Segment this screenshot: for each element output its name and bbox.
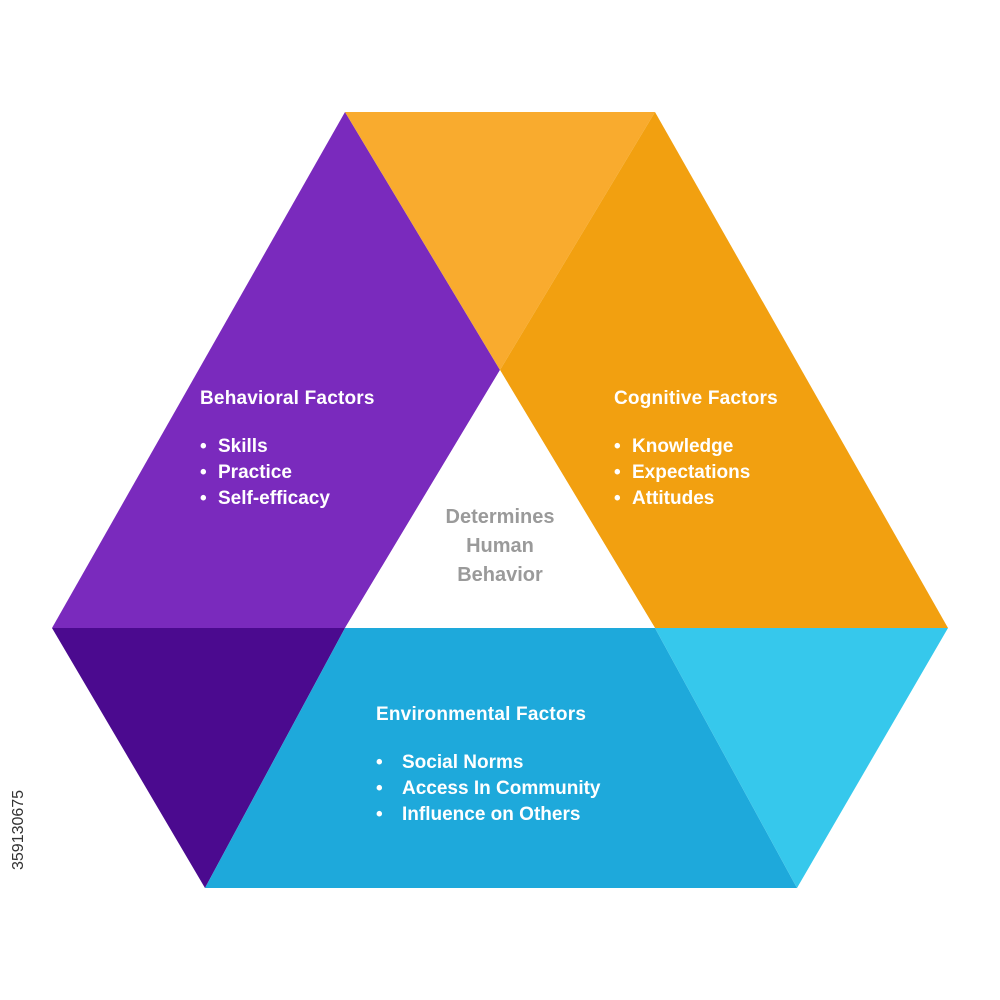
environmental-item: Social Norms xyxy=(376,750,601,776)
behavioral-item: Practice xyxy=(200,460,375,486)
cognitive-segment xyxy=(500,112,948,628)
environmental-item: Access In Community xyxy=(376,776,601,802)
cognitive-factors-list: Knowledge Expectations Attitudes xyxy=(614,434,778,512)
behavioral-segment xyxy=(52,112,500,628)
behavioral-factors-title: Behavioral Factors xyxy=(200,388,375,409)
center-label-line: Determines xyxy=(445,506,555,528)
cognitive-item: Expectations xyxy=(614,460,778,486)
environmental-segment-shade xyxy=(655,628,948,888)
environmental-item: Influence on Others xyxy=(376,802,601,828)
center-triangle xyxy=(345,370,655,628)
center-label: Determines Human Behavior xyxy=(400,503,600,590)
behavioral-factors-list: Skills Practice Self-efficacy xyxy=(200,434,375,512)
stock-id-watermark: 359130675 xyxy=(10,789,27,870)
behavioral-segment-shade xyxy=(52,628,345,888)
environmental-factors-title: Environmental Factors xyxy=(376,704,587,725)
cognitive-factors-block: Cognitive Factors Knowledge Expectations… xyxy=(614,388,778,512)
center-label-line: Human xyxy=(466,535,534,557)
cognitive-segment-shade xyxy=(345,112,655,370)
environmental-factors-block: Environmental Factors Social Norms Acces… xyxy=(376,704,601,828)
cognitive-factors-title: Cognitive Factors xyxy=(614,388,778,409)
cognitive-item: Knowledge xyxy=(614,434,778,460)
behavioral-item: Skills xyxy=(200,434,375,460)
cognitive-item: Attitudes xyxy=(614,486,778,512)
center-label-line: Behavior xyxy=(457,564,543,586)
behavioral-item: Self-efficacy xyxy=(200,486,375,512)
environmental-factors-list: Social Norms Access In Community Influen… xyxy=(376,750,601,828)
behavioral-factors-block: Behavioral Factors Skills Practice Self-… xyxy=(200,388,375,512)
